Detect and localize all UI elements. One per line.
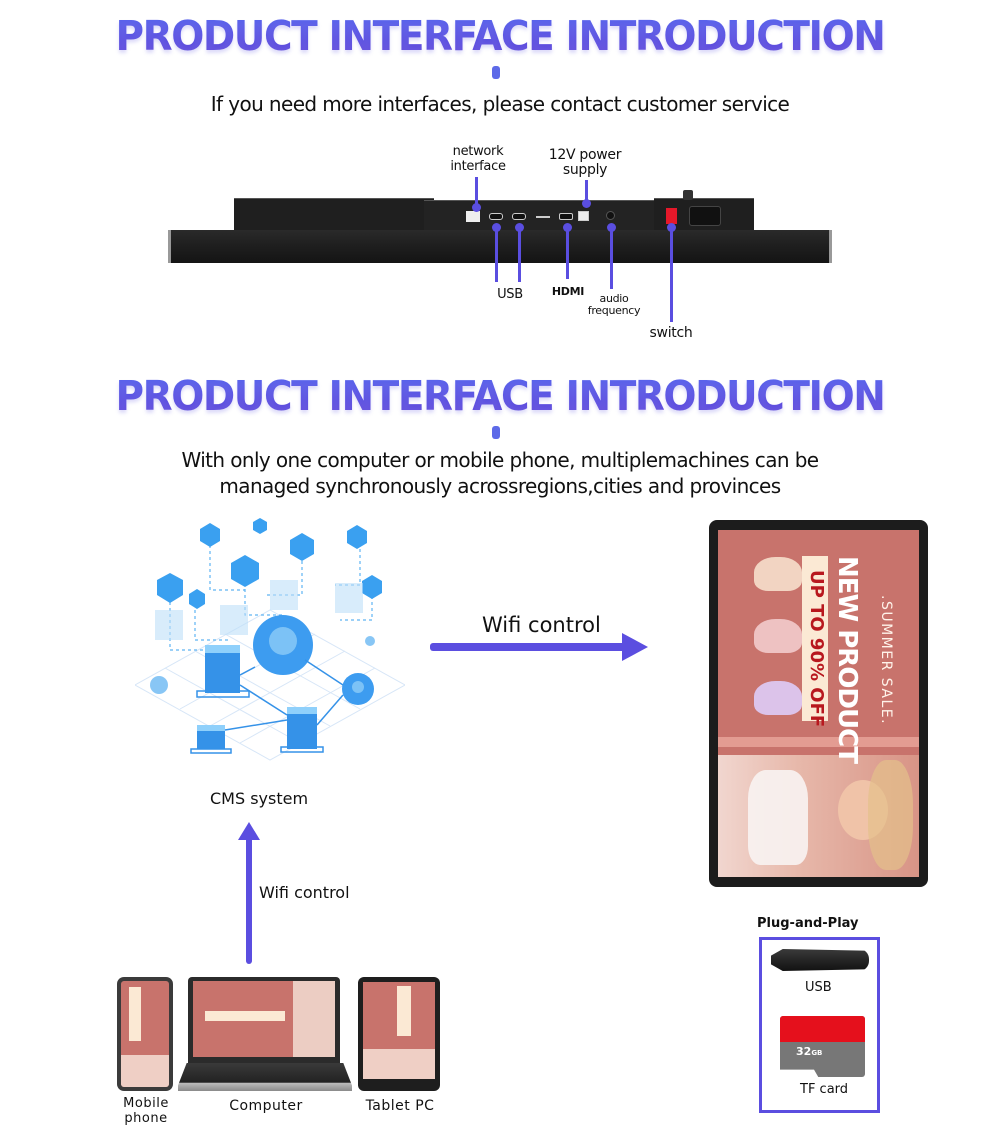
hex-icon — [253, 518, 267, 534]
hex-icon — [157, 573, 183, 603]
mini-port-icon — [536, 216, 550, 218]
mobile-phone-device — [117, 977, 173, 1091]
ethernet-port-icon — [466, 211, 480, 222]
gear-icon — [150, 676, 168, 694]
ac-inlet-icon — [689, 206, 721, 226]
label-hdmi: HDMI — [551, 285, 585, 298]
ad-hair-shape — [868, 760, 913, 870]
tf-card-capacity: 32GB — [796, 1045, 822, 1058]
usb-port-1-icon — [489, 213, 503, 220]
ad-product-2 — [754, 619, 802, 653]
hex-icon — [362, 575, 382, 599]
section-1-title: PRODUCT INTERFACE INTRODUCTION — [25, 12, 975, 60]
gear-icon — [365, 636, 375, 646]
tf-card-red-band — [780, 1016, 865, 1042]
power-switch-icon — [666, 208, 677, 224]
audio-jack-icon — [606, 211, 615, 220]
hdmi-port-icon — [559, 213, 573, 220]
rear-io-plate — [424, 200, 664, 230]
mobile-phone-screen — [121, 981, 169, 1087]
device-label-computer: Computer — [229, 1098, 303, 1114]
server-icon — [196, 645, 250, 698]
usb-stick-label: USB — [805, 980, 832, 995]
tablet-screen — [363, 982, 435, 1079]
label-12v-power-supply: 12V power supply — [548, 147, 622, 178]
callout-line-usb-1 — [495, 227, 498, 282]
front-bezel-bar — [168, 230, 832, 263]
computer-device — [188, 977, 340, 1063]
ad-garment-shape — [748, 770, 808, 865]
tf-card-capacity-number: 32 — [796, 1045, 812, 1058]
device-back-view — [166, 190, 836, 270]
laptop-base — [178, 1063, 352, 1091]
device-label-mobile-phone: Mobile phone — [123, 1096, 169, 1126]
tablet-photo — [363, 1049, 435, 1079]
wifi-control-label-up: Wifi control — [259, 883, 350, 902]
cms-system-label: CMS system — [210, 789, 309, 808]
callout-dot-power — [582, 199, 591, 208]
ad-headline: NEW PRODUCT — [832, 556, 862, 763]
ad-model-photo — [718, 755, 919, 877]
tablet-device — [358, 977, 440, 1091]
label-switch: switch — [649, 325, 693, 341]
section-2-subtitle-line-2: managed synchronously acrossregions,citi… — [219, 474, 781, 498]
tf-card-capacity-unit: GB — [811, 1049, 823, 1057]
dc-power-port-icon — [578, 211, 589, 221]
ad-content: UP TO 90% OFF NEW PRODUCT .SUMMER SALE. — [718, 530, 919, 877]
ad-ribbon — [802, 556, 828, 721]
computer-ribbon — [205, 1011, 285, 1021]
callout-dot-network — [472, 203, 481, 212]
device-box-icon — [190, 725, 232, 754]
hex-icon — [290, 533, 314, 561]
label-network-interface: network interface — [450, 144, 506, 174]
callout-line-hdmi — [566, 227, 569, 279]
hex-icon — [200, 523, 220, 547]
tf-card-icon: 32GB — [780, 1016, 865, 1077]
cms-illustration — [133, 515, 407, 765]
title-dot-2 — [492, 426, 500, 439]
antenna-knob — [683, 190, 693, 200]
section-2-title: PRODUCT INTERFACE INTRODUCTION — [25, 372, 975, 420]
ad-product-1 — [754, 557, 802, 591]
mobile-phone-photo — [121, 1055, 169, 1087]
plug-and-play-box — [759, 937, 880, 1113]
wifi-control-label-right: Wifi control — [482, 613, 601, 637]
ad-shelf-stripe — [718, 737, 919, 747]
wifi-arrow-up — [246, 836, 252, 964]
label-audio-frequency: audio frequency — [587, 292, 641, 317]
signage-display: UP TO 90% OFF NEW PRODUCT .SUMMER SALE. — [709, 520, 928, 887]
server-icon — [280, 707, 324, 753]
section-2-subtitle-line-1: With only one computer or mobile phone, … — [181, 448, 819, 472]
wifi-arrow-right — [430, 643, 630, 651]
label-usb: USB — [497, 287, 523, 302]
computer-screen — [193, 981, 335, 1057]
callout-line-audio — [610, 227, 613, 289]
mobile-phone-ribbon — [129, 987, 141, 1041]
hex-icon — [347, 525, 367, 549]
plug-and-play-title: Plug-and-Play — [757, 916, 859, 931]
usb-stick-icon — [771, 949, 869, 971]
ad-tagline: .SUMMER SALE. — [878, 595, 894, 726]
callout-line-switch — [670, 227, 673, 322]
usb-port-2-icon — [512, 213, 526, 220]
callout-line-usb-2 — [518, 227, 521, 282]
arrow-up-head-icon — [238, 822, 260, 840]
device-label-tablet-pc: Tablet PC — [365, 1098, 435, 1114]
title-dot-1 — [492, 66, 500, 79]
callout-line-power — [585, 180, 588, 202]
ad-product-3 — [754, 681, 802, 715]
rear-housing-left — [234, 198, 434, 230]
cms-network-graphic — [133, 518, 407, 761]
computer-photo — [293, 981, 335, 1057]
ad-offer-text: UP TO 90% OFF — [806, 570, 827, 728]
tablet-ribbon — [397, 986, 411, 1036]
hex-icon — [231, 555, 259, 587]
callout-line-network — [475, 177, 478, 207]
tf-card-label: TF card — [800, 1082, 849, 1097]
section-1-subtitle: If you need more interfaces, please cont… — [210, 92, 790, 116]
hex-icon — [189, 589, 205, 609]
arrow-right-head-icon — [622, 633, 648, 661]
